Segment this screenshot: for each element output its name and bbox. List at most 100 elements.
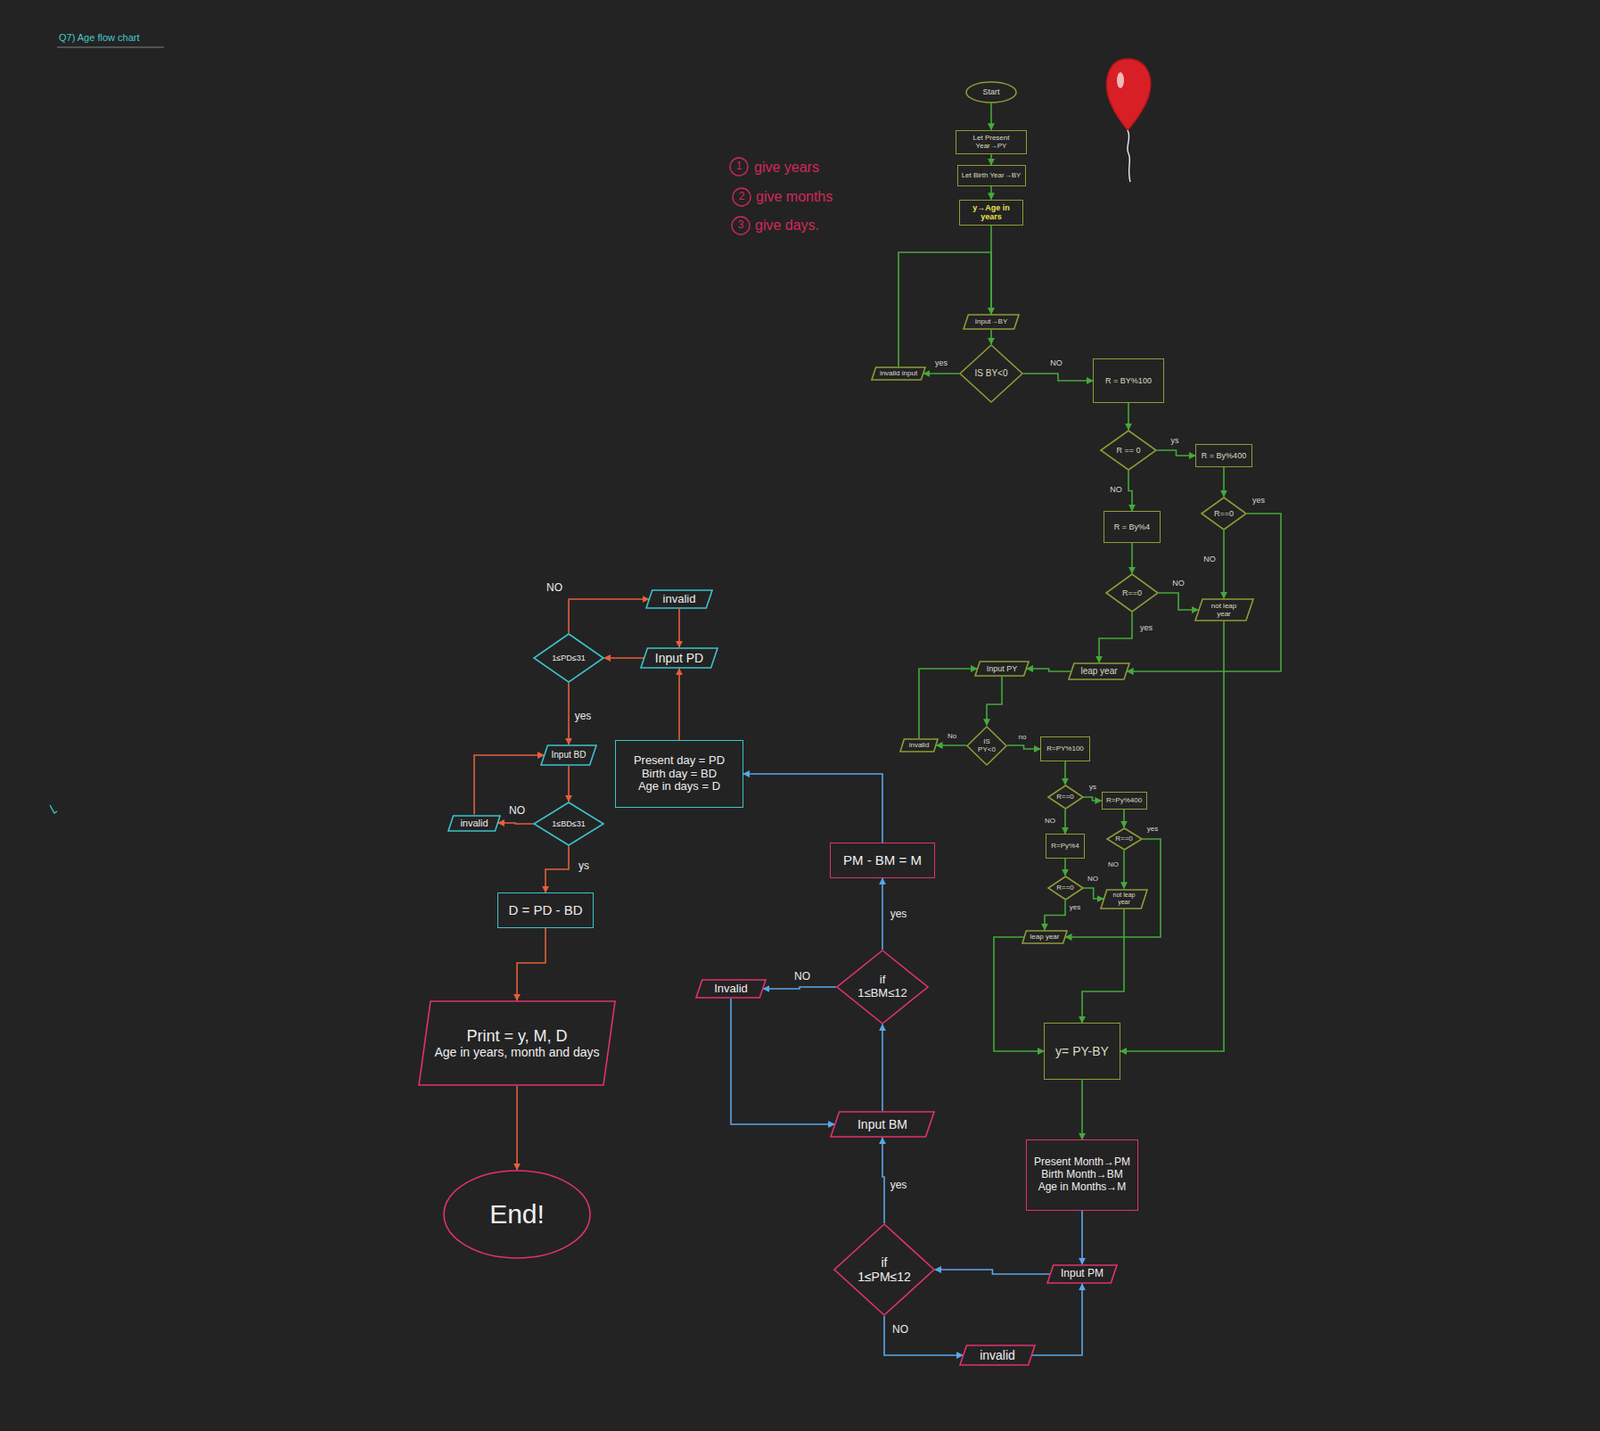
flow-arrow bbox=[918, 668, 977, 739]
io-parallelogram: leap year bbox=[1021, 929, 1068, 944]
note-holder: give months bbox=[755, 188, 833, 206]
node-text: invalid bbox=[979, 1347, 1016, 1363]
flow-arrow bbox=[993, 936, 1044, 1051]
flow-arrow bbox=[881, 1024, 884, 1111]
node-text: leap year bbox=[1080, 665, 1117, 677]
node-text: Input PM bbox=[1060, 1267, 1104, 1280]
decision-diamond: R==0 bbox=[1200, 496, 1248, 531]
io-parallelogram-outline bbox=[871, 367, 926, 380]
edge-label: yes bbox=[1145, 825, 1160, 834]
process-box: y→Age in years bbox=[959, 199, 1024, 226]
edge-label-holder: yes bbox=[888, 1179, 910, 1191]
io-parallelogram-outline bbox=[1022, 930, 1067, 944]
node-text: 1≤PM≤12 bbox=[857, 1269, 911, 1284]
process-box: y= PY-BY bbox=[1043, 1022, 1121, 1080]
process-box: R=Py%4 bbox=[1045, 833, 1085, 859]
node-text: not leap year bbox=[1110, 891, 1138, 906]
flow-arrow bbox=[1081, 1210, 1084, 1264]
edge-label-holder: No bbox=[945, 732, 959, 741]
edge-label-holder: NO bbox=[1170, 579, 1187, 589]
flow-arrow bbox=[1064, 809, 1067, 834]
node-text: invalid bbox=[909, 740, 930, 749]
edge-label: NO bbox=[544, 582, 565, 594]
io-parallelogram-outline bbox=[1195, 598, 1254, 621]
node-text: R==0 bbox=[1122, 588, 1142, 598]
node-text: R==0 bbox=[1056, 792, 1075, 801]
node-text: 1≤BM≤12 bbox=[857, 986, 907, 1001]
stray-mark bbox=[49, 804, 58, 813]
edge-label: No bbox=[945, 732, 959, 741]
decision-diamond: if1≤PM≤12 bbox=[833, 1222, 936, 1316]
edge-label: yes bbox=[1067, 903, 1083, 912]
flow-arrow bbox=[1156, 450, 1196, 456]
flow-arrow bbox=[1064, 761, 1067, 785]
io-parallelogram-outline bbox=[1068, 663, 1130, 680]
flow-arrow bbox=[498, 822, 534, 824]
process-box: Present Month→PMBirth Month→BMAge in Mon… bbox=[1025, 1139, 1139, 1211]
node-text: invalid bbox=[663, 592, 697, 607]
flow-arrow bbox=[545, 845, 569, 893]
io-parallelogram: not leap year bbox=[1099, 888, 1149, 910]
edge-label-holder: NO bbox=[1048, 359, 1065, 369]
decision-diamond: 1≤PD≤31 bbox=[533, 632, 605, 683]
decision-diamond-outline bbox=[1107, 828, 1142, 850]
flow-arrow bbox=[881, 877, 884, 950]
decision-diamond: if1≤BM≤12 bbox=[836, 949, 929, 1025]
edge-label: ys bbox=[1169, 436, 1182, 446]
flow-arrow bbox=[730, 998, 835, 1125]
process-box: Let Present Year→PY bbox=[955, 130, 1027, 155]
note-holder: give days. bbox=[754, 217, 820, 234]
terminal-oval: Start bbox=[965, 81, 1018, 104]
io-parallelogram: Invalid bbox=[695, 978, 767, 999]
node-text: Birth day = BD bbox=[641, 767, 717, 781]
node-text: invalid input bbox=[879, 369, 918, 378]
node-text: 1≤PD≤31 bbox=[551, 653, 585, 663]
node-text: R = By%400 bbox=[1201, 451, 1247, 460]
flow-arrow bbox=[990, 186, 993, 200]
edge-label: NO bbox=[1107, 485, 1125, 495]
flow-arrow bbox=[1007, 745, 1041, 749]
edge-label-holder: yes bbox=[1145, 825, 1160, 834]
decision-diamond: IS PY<0 bbox=[966, 725, 1008, 766]
flow-arrow bbox=[567, 682, 570, 745]
flow-arrow bbox=[1023, 373, 1093, 381]
decision-diamond-outline bbox=[960, 344, 1023, 403]
edge-label: yes bbox=[573, 710, 594, 723]
note-text: give months bbox=[755, 188, 833, 206]
edge-label: NO bbox=[1085, 875, 1100, 884]
decision-diamond-outline bbox=[1106, 574, 1158, 612]
edge-label-holder: NO bbox=[544, 582, 565, 594]
decision-diamond: R == 0 bbox=[1099, 429, 1157, 471]
flow-arrow bbox=[935, 744, 967, 747]
flow-arrow bbox=[1083, 796, 1102, 801]
decision-diamond-outline bbox=[1100, 430, 1157, 470]
edge-label-holder: ys bbox=[1087, 783, 1099, 792]
callout-number: 3 bbox=[738, 219, 745, 231]
terminal-oval-outline bbox=[443, 1170, 591, 1258]
edge-label: NO bbox=[1106, 861, 1121, 870]
edge-label: NO bbox=[507, 804, 527, 817]
node-text: 1≤BD≤31 bbox=[551, 819, 585, 829]
io-parallelogram: Input BD bbox=[540, 744, 598, 766]
flow-arrow bbox=[1081, 1079, 1084, 1140]
flow-arrow bbox=[1064, 858, 1067, 876]
edge-label: yes bbox=[888, 1179, 910, 1191]
process-box: D = PD - BD bbox=[497, 892, 594, 928]
edge-label-holder: NO bbox=[1106, 861, 1121, 870]
decision-diamond-outline bbox=[834, 1223, 935, 1315]
node-text: if bbox=[881, 1255, 888, 1270]
flow-arrow bbox=[763, 986, 837, 989]
node-text: if bbox=[879, 973, 887, 987]
io-parallelogram-outline bbox=[448, 815, 501, 831]
node-text: Input BM bbox=[857, 1116, 908, 1132]
decision-diamond-outline bbox=[1048, 785, 1084, 809]
io-parallelogram-outline bbox=[900, 738, 938, 752]
node-text: leap year bbox=[1030, 932, 1060, 941]
flow-arrow bbox=[990, 103, 993, 131]
node-text: IS BY<0 bbox=[975, 368, 1009, 379]
edge-label: ys bbox=[576, 860, 591, 872]
balloon-highlight bbox=[1116, 72, 1125, 89]
